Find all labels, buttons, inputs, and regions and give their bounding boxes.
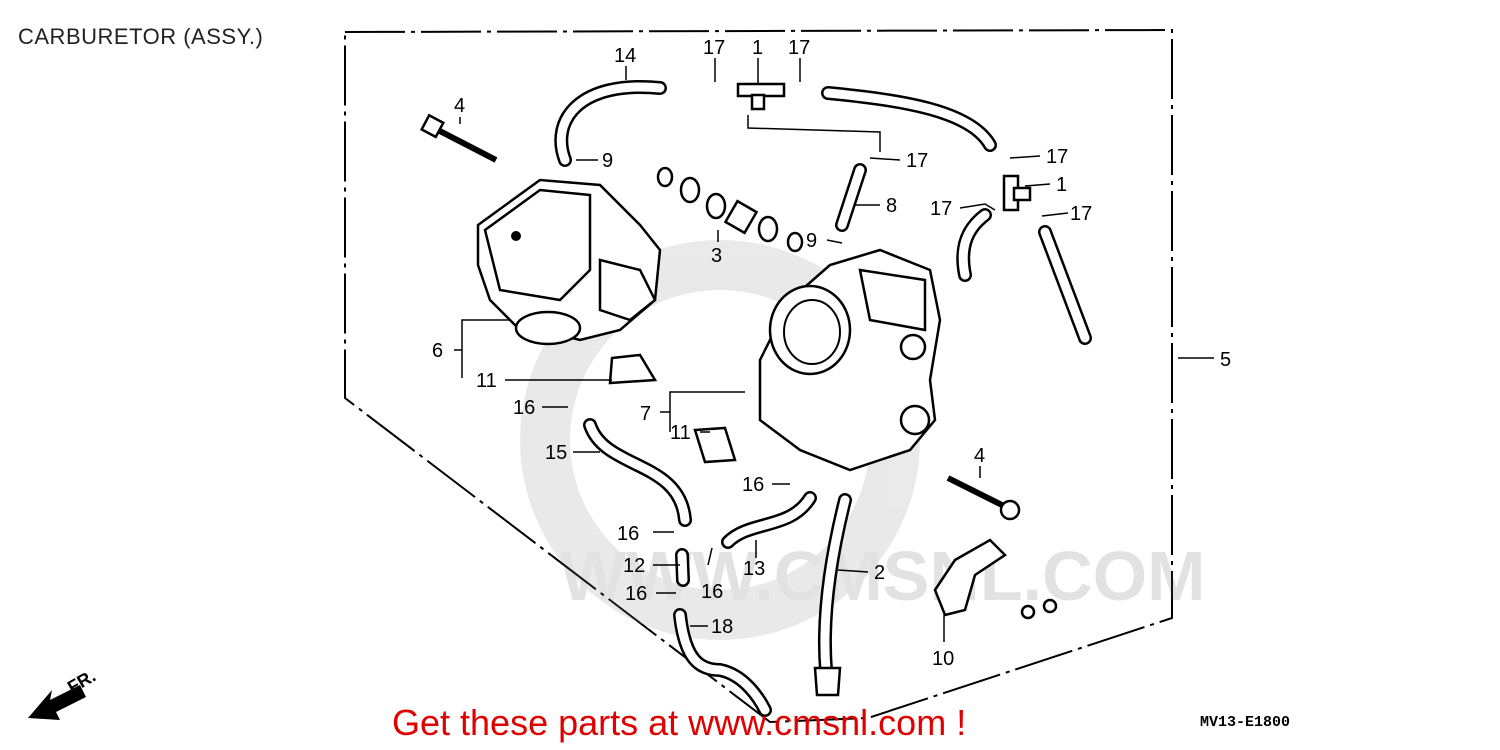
hose-8 [835,163,867,232]
callout-16: 16 [742,474,764,496]
hose-18 [673,608,772,717]
screw-4-left [419,113,498,163]
callout-17: 17 [906,150,928,172]
callout-17: 17 [788,37,810,59]
callout-1: 1 [1056,174,1067,196]
callout-3: 3 [711,245,722,267]
callout-15: 15 [545,442,567,464]
callout-12: 12 [623,555,645,577]
holder-11-left [608,353,658,385]
callout-1: 1 [752,37,763,59]
callout-14: 14 [614,45,636,67]
callout-11: 11 [476,370,497,392]
t-joint-1-right [1002,174,1032,212]
bolts-10 [1020,598,1058,620]
callout-17: 17 [1070,203,1092,225]
assembly-outline [344,28,1173,724]
joint-12 [675,548,690,587]
callout-17: 17 [1046,146,1068,168]
callout-18: 18 [711,616,733,638]
screw-4-right [946,475,1021,521]
callout-16: 16 [625,583,647,605]
hose-17-left [956,208,992,282]
callout-5: 5 [1220,349,1231,371]
callout-9: 9 [806,230,817,252]
callout-4: 4 [454,95,465,117]
callout-13: 13 [743,558,765,580]
left-carburetor-body [476,178,662,346]
hose-13 [721,491,817,549]
hose-17-right [1038,225,1092,345]
hose-14 [554,80,667,167]
callout-4: 4 [974,445,985,467]
leader-lines [454,58,1214,642]
front-arrow-icon: FR. [28,666,99,720]
callout-labels: 14 17 1 17 4 9 17 17 1 8 17 17 3 9 5 6 1… [432,37,1231,670]
callout-17: 17 [930,198,952,220]
t-joint-1-top [736,82,786,111]
diagram-title: CARBURETOR (ASSY.) [18,24,264,49]
hose-15 [583,418,692,527]
svg-text:WWW.CMSNL.COM: WWW.CMSNL.COM [560,537,1205,615]
callout-2: 2 [874,562,885,584]
promo-link[interactable]: Get these parts at www.cmsnl.com ! [392,702,967,743]
bracket-10 [933,538,1007,617]
right-carburetor-body [758,248,942,472]
callout-16: 16 [513,397,535,419]
hose-5-top [821,86,997,152]
callout-10: 10 [932,648,954,670]
callout-16: 16 [617,523,639,545]
callout-7: 7 [640,403,651,425]
callout-17: 17 [703,37,725,59]
holder-11-right [693,426,737,464]
callout-16: 16 [701,581,723,603]
callout-11: 11 [670,422,691,444]
callout-9: 9 [602,150,613,172]
joint-pipe-3 [656,166,804,253]
drain-tube-2 [813,493,852,697]
callout-6: 6 [432,340,443,362]
diagram-code: MV13-E1800 [1200,714,1291,731]
callout-8: 8 [886,195,897,217]
